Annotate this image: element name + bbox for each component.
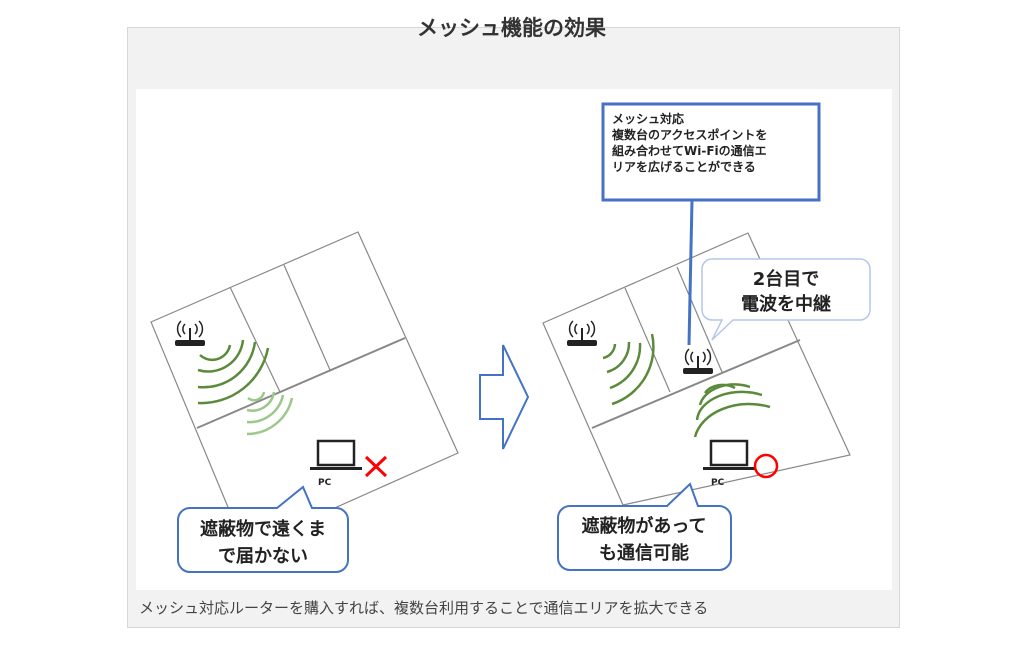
note-line-4: リアを広げることができる (612, 159, 756, 174)
router-icon (175, 320, 205, 346)
left-bubble-line-1: 遮蔽物で遠くま (200, 518, 326, 540)
mesh-note-box (601, 102, 821, 202)
router-icon (567, 320, 597, 346)
note-line-2: 複数台のアクセスポイントを (611, 127, 767, 142)
wifi-waves (197, 339, 270, 405)
laptop-icon (310, 439, 362, 470)
relay-wifi-waves (693, 383, 771, 438)
note-line-3: 組み合わせてWi-Fiの通信エ (612, 143, 767, 158)
cross-mark (364, 455, 388, 478)
laptop-icon (703, 439, 755, 470)
note-line-1: メッシュ対応 (612, 111, 684, 126)
weak-wifi-waves (246, 391, 294, 436)
figure-caption: メッシュ対応ルーターを購入すれば、複数台利用することで通信エリアを拡大できる (139, 599, 709, 617)
relay-speech-bubble (701, 258, 871, 341)
pc-label: PC (711, 478, 725, 488)
left-speech-bubble (177, 485, 349, 573)
left-floorplan (150, 231, 459, 549)
note-connector-line (687, 199, 694, 346)
right-bubble-line-1: 遮蔽物があって (581, 515, 706, 537)
arrow-right-icon (479, 344, 530, 450)
wifi-waves (602, 333, 655, 406)
left-bubble-line-2: で届かない (218, 546, 308, 567)
figure-title: メッシュ機能の効果 (417, 16, 606, 40)
right-speech-bubble (557, 482, 732, 571)
pc-label: PC (318, 478, 332, 488)
second-router-icon (683, 348, 713, 374)
relay-line-2: 電波を中継 (741, 293, 831, 315)
relay-line-1: 2台目で (753, 268, 820, 290)
right-bubble-line-2: も通信可能 (599, 542, 689, 564)
circle-mark (753, 453, 779, 479)
right-floorplan (542, 232, 851, 506)
